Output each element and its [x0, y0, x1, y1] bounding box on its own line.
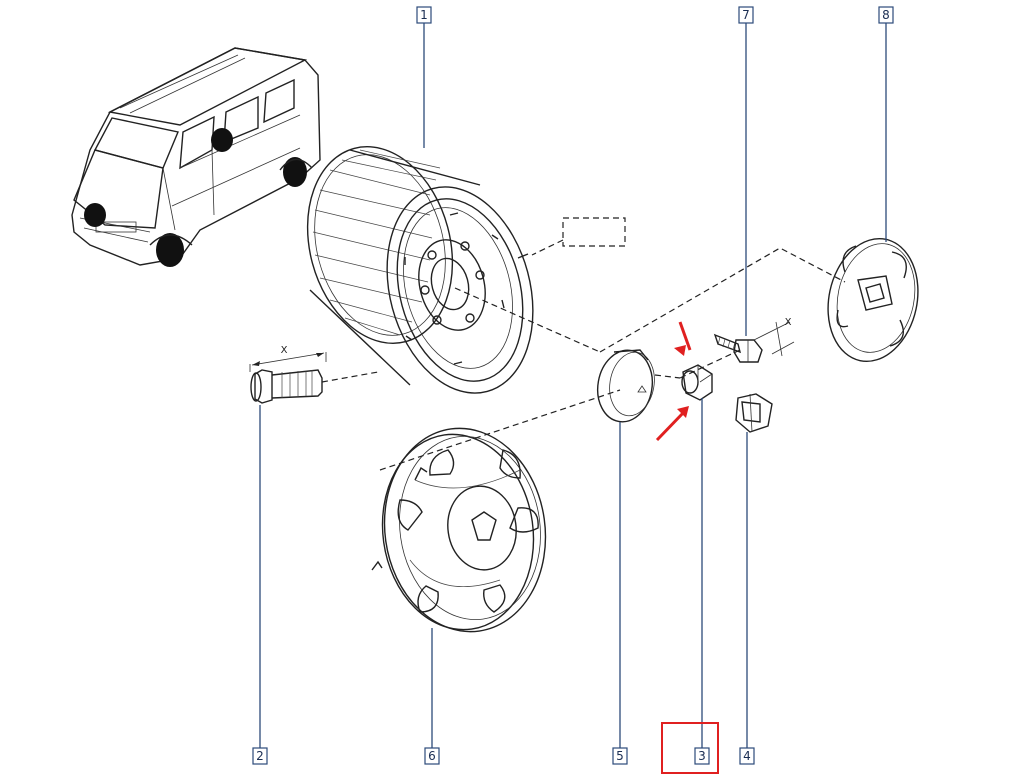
center-cap	[596, 349, 655, 423]
arrow-top-icon	[678, 321, 692, 351]
callout-1[interactable]: 1	[416, 6, 432, 24]
callout-4-label: 4	[743, 749, 751, 763]
callout-3-label: 3	[698, 749, 706, 763]
callout-5-label: 5	[616, 749, 624, 763]
callout-7[interactable]: 7	[738, 6, 754, 24]
callout-7-label: 7	[742, 8, 750, 22]
retaining-clip	[735, 393, 773, 433]
callout-4[interactable]: 4	[739, 747, 755, 765]
arrow-bottom-icon	[655, 410, 686, 442]
callout-6-label: 6	[428, 749, 436, 763]
callout-3[interactable]: 3	[661, 722, 719, 774]
callout-5[interactable]: 5	[612, 747, 628, 765]
callout-8-label: 8	[882, 8, 890, 22]
wheel-trim	[827, 237, 919, 363]
callout-8[interactable]: 8	[878, 6, 894, 24]
van-illustration	[71, 47, 321, 267]
callout-1-label: 1	[420, 8, 428, 22]
callout-3-highlight	[661, 722, 719, 774]
bolt-dimension-label: X	[785, 317, 792, 328]
callout-2-label: 2	[256, 749, 264, 763]
callout-6[interactable]: 6	[424, 747, 440, 765]
leader-lines	[259, 22, 887, 748]
assembly-lines	[379, 247, 846, 471]
callout-2[interactable]: 2	[252, 747, 268, 765]
wheel-hubcap	[371, 427, 547, 633]
reference-dashed-box	[562, 217, 626, 247]
steel-wheel-rim	[306, 146, 534, 394]
wheel-nut	[655, 321, 713, 442]
wheel-bolt: X	[713, 317, 795, 363]
stud-dimension-label: X	[281, 345, 288, 356]
wheel-stud: X	[249, 345, 379, 404]
